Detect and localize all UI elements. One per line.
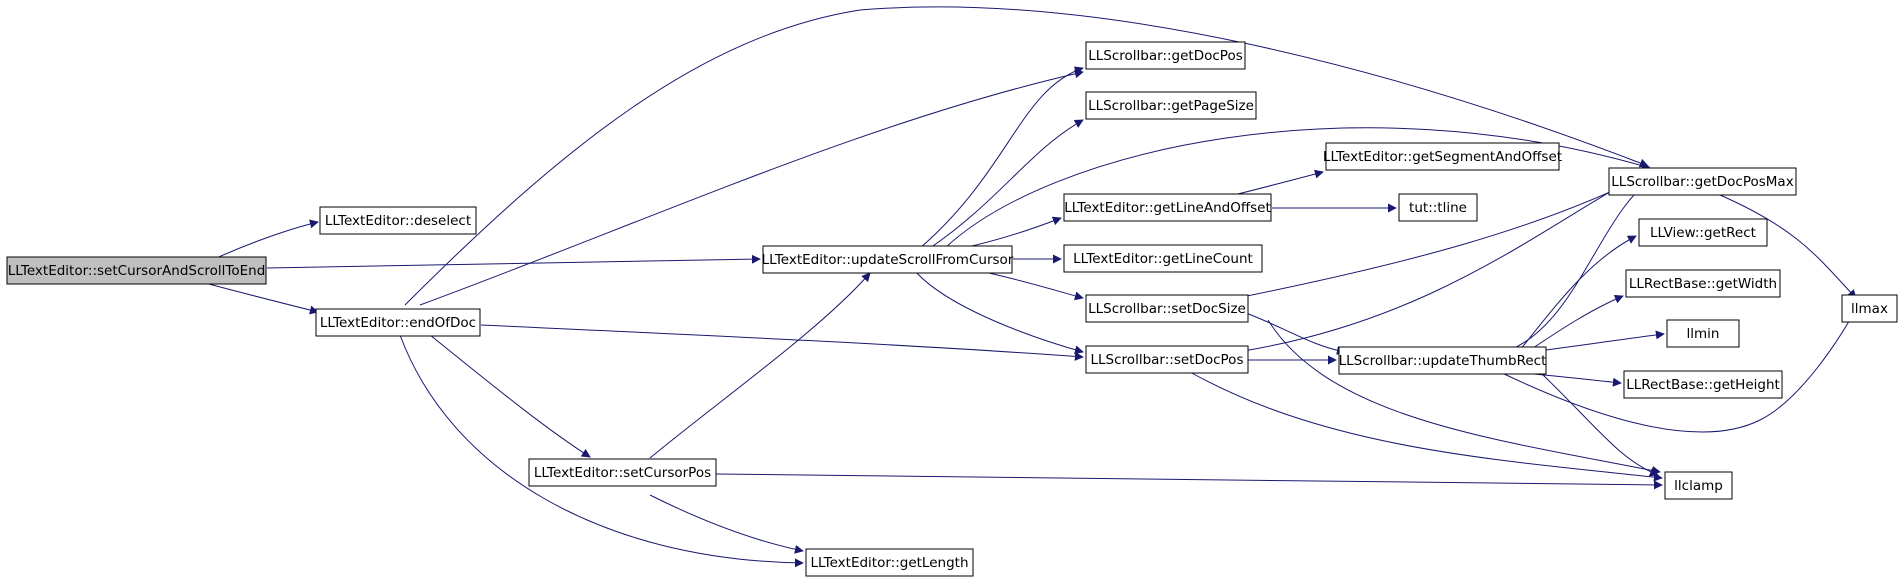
node-label-llmax: llmax — [1851, 301, 1888, 317]
node-endOfDoc[interactable]: LLTextEditor::endOfDoc — [315, 308, 481, 337]
edge-setCursorAndScrollToEnd-updateScrollFromCursor — [266, 254, 761, 269]
node-getDocPosMax[interactable]: LLScrollbar::getDocPosMax — [1608, 167, 1797, 196]
node-getPageSize[interactable]: LLScrollbar::getPageSize — [1085, 91, 1257, 120]
edge-updateScrollFromCursor-getLineAndOffset — [962, 216, 1062, 249]
edge-updateThumbRect-llmax — [1499, 297, 1863, 433]
node-label-setDocPos: LLScrollbar::setDocPos — [1091, 352, 1244, 368]
node-label-llclamp: llclamp — [1674, 478, 1723, 494]
edge-updateScrollFromCursor-getDocPos — [919, 66, 1084, 249]
edge-endOfDoc-setCursorPos — [429, 334, 591, 458]
node-label-getLength: LLTextEditor::getLength — [810, 555, 968, 571]
node-label-endOfDoc: LLTextEditor::endOfDoc — [320, 315, 476, 331]
edge-updateThumbRect-getDocPosMax — [1509, 173, 1659, 351]
edge-layer — [204, 6, 1863, 568]
node-label-getPageSize: LLScrollbar::getPageSize — [1088, 98, 1254, 114]
node-label-setDocSize: LLScrollbar::setDocSize — [1088, 301, 1246, 317]
node-label-getSegmentAndOffset: LLTextEditor::getSegmentAndOffset — [1323, 149, 1562, 165]
node-label-setCursorPos: LLTextEditor::setCursorPos — [534, 465, 711, 481]
node-label-getRect: LLView::getRect — [1650, 225, 1756, 241]
node-getHeight[interactable]: LLRectBase::getHeight — [1623, 370, 1783, 399]
node-label-getLineAndOffset: LLTextEditor::getLineAndOffset — [1064, 200, 1271, 216]
edge-setCursorAndScrollToEnd-deselect — [211, 219, 319, 261]
node-llmax[interactable]: llmax — [1841, 294, 1898, 323]
edge-setDocPos-getDocPosMax — [1236, 169, 1651, 353]
node-layer: LLTextEditor::setCursorAndScrollToEnd LL… — [6, 41, 1898, 577]
node-setCursorAndScrollToEnd[interactable]: LLTextEditor::setCursorAndScrollToEnd — [6, 256, 267, 285]
node-llclamp[interactable]: llclamp — [1664, 471, 1733, 500]
node-label-tline: tut::tline — [1409, 200, 1467, 216]
node-label-llmin: llmin — [1687, 326, 1720, 342]
edge-updateThumbRect-getWidth — [1529, 295, 1624, 351]
edge-endOfDoc-getLength — [399, 334, 804, 568]
node-getLineAndOffset[interactable]: LLTextEditor::getLineAndOffset — [1063, 193, 1272, 222]
edge-updateScrollFromCursor-setDocSize — [979, 270, 1084, 301]
edge-updateScrollFromCursor-setDocPos — [914, 270, 1084, 355]
node-getSegmentAndOffset[interactable]: LLTextEditor::getSegmentAndOffset — [1323, 142, 1562, 171]
edge-updateThumbRect-llmin — [1545, 330, 1665, 351]
node-setCursorPos[interactable]: LLTextEditor::setCursorPos — [528, 458, 717, 487]
node-label-getDocPos: LLScrollbar::getDocPos — [1088, 48, 1243, 64]
edge-setCursorPos-llclamp — [715, 473, 1663, 490]
node-getLineCount[interactable]: LLTextEditor::getLineCount — [1063, 244, 1263, 273]
edge-endOfDoc-getDocPosMax — [404, 6, 1649, 306]
node-getDocPos[interactable]: LLScrollbar::getDocPos — [1085, 41, 1246, 70]
edge-setDocSize-updateThumbRect — [1245, 312, 1346, 355]
edge-updateThumbRect-llclamp — [1539, 371, 1659, 477]
node-label-getDocPosMax: LLScrollbar::getDocPosMax — [1611, 174, 1793, 190]
edge-setDocSize-getDocPosMax — [1236, 169, 1657, 299]
node-llmin[interactable]: llmin — [1666, 319, 1740, 348]
edge-setCursorAndScrollToEnd-endOfDoc — [204, 282, 319, 315]
edge-getDocPosMax-llmax — [1719, 194, 1857, 299]
edge-updateScrollFromCursor-getDocPosMax — [944, 127, 1651, 249]
node-updateScrollFromCursor[interactable]: LLTextEditor::updateScrollFromCursor — [762, 245, 1014, 274]
edge-endOfDoc-getDocPos — [419, 69, 1084, 306]
node-label-getLineCount: LLTextEditor::getLineCount — [1073, 251, 1253, 267]
node-label-setCursorAndScrollToEnd: LLTextEditor::setCursorAndScrollToEnd — [8, 263, 266, 279]
edge-endOfDoc-setDocPos — [480, 324, 1084, 361]
node-tline[interactable]: tut::tline — [1398, 193, 1478, 222]
node-deselect[interactable]: LLTextEditor::deselect — [319, 206, 477, 235]
edge-getLineAndOffset-getSegmentAndOffset — [1229, 169, 1324, 197]
node-label-updateThumbRect: LLScrollbar::updateThumbRect — [1339, 353, 1547, 369]
edge-setCursorPos-getLength — [649, 494, 804, 554]
node-setDocSize[interactable]: LLScrollbar::setDocSize — [1085, 294, 1249, 323]
node-setDocPos[interactable]: LLScrollbar::setDocPos — [1085, 345, 1249, 374]
node-label-getWidth: LLRectBase::getWidth — [1629, 276, 1777, 292]
node-label-updateScrollFromCursor: LLTextEditor::updateScrollFromCursor — [762, 252, 1014, 268]
edge-setCursorPos-updateScrollFromCursor — [649, 272, 871, 459]
edge-setDocPos-llclamp — [1189, 371, 1663, 482]
edge-updateThumbRect-getRect — [1519, 235, 1637, 351]
node-updateThumbRect[interactable]: LLScrollbar::updateThumbRect — [1338, 346, 1547, 375]
node-getWidth[interactable]: LLRectBase::getWidth — [1625, 269, 1781, 298]
node-getLength[interactable]: LLTextEditor::getLength — [805, 548, 974, 577]
edge-updateScrollFromCursor-getPageSize — [929, 119, 1084, 249]
edge-setDocSize-llclamp — [1267, 319, 1661, 475]
node-label-getHeight: LLRectBase::getHeight — [1626, 377, 1780, 393]
node-getRect[interactable]: LLView::getRect — [1638, 218, 1768, 247]
node-label-deselect: LLTextEditor::deselect — [325, 213, 471, 229]
